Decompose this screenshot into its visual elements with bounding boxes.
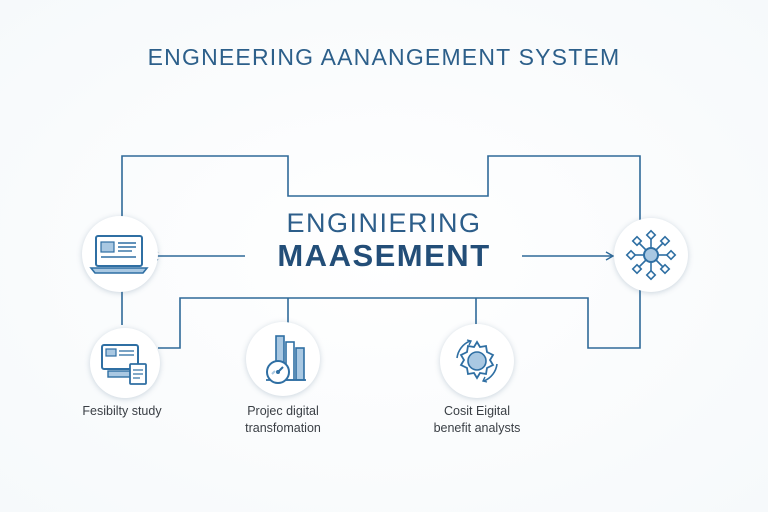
- center-heading-line1: ENGINIERING: [286, 208, 482, 238]
- cost-label-line2: benefit analysts: [433, 421, 521, 435]
- project-label-line1: Projec digital: [247, 404, 319, 418]
- top-connector: [121, 155, 641, 262]
- center-heading-line2: MAASEMENT: [277, 238, 491, 273]
- laptop-node[interactable]: [82, 216, 158, 292]
- right-arrow-head: [605, 251, 615, 261]
- cost-label: Cosit Eigital benefit analysts: [412, 403, 542, 437]
- cost-label-line1: Cosit Eigital: [444, 404, 510, 418]
- hub-network-icon: [625, 229, 677, 281]
- gear-cycle-icon: [456, 339, 498, 383]
- project-label-line2: transfomation: [245, 421, 321, 435]
- feasibility-label-line1: Fesibilty study: [82, 404, 162, 418]
- bottom-bracket: [158, 270, 641, 349]
- bar-chart-gauge-icon: [266, 335, 306, 384]
- monitor-document-icon: [101, 344, 147, 385]
- cost-node[interactable]: [440, 324, 514, 398]
- feasibility-node[interactable]: [90, 328, 160, 398]
- laptop-document-icon: [89, 235, 149, 274]
- project-node[interactable]: [246, 322, 320, 396]
- diagram-title: ENGNEERING AANANGEMENT SYSTEM: [147, 44, 621, 70]
- project-label: Projec digital transfomation: [220, 403, 346, 437]
- network-node[interactable]: [614, 218, 688, 292]
- feasibility-label: Fesibilty study: [60, 403, 184, 420]
